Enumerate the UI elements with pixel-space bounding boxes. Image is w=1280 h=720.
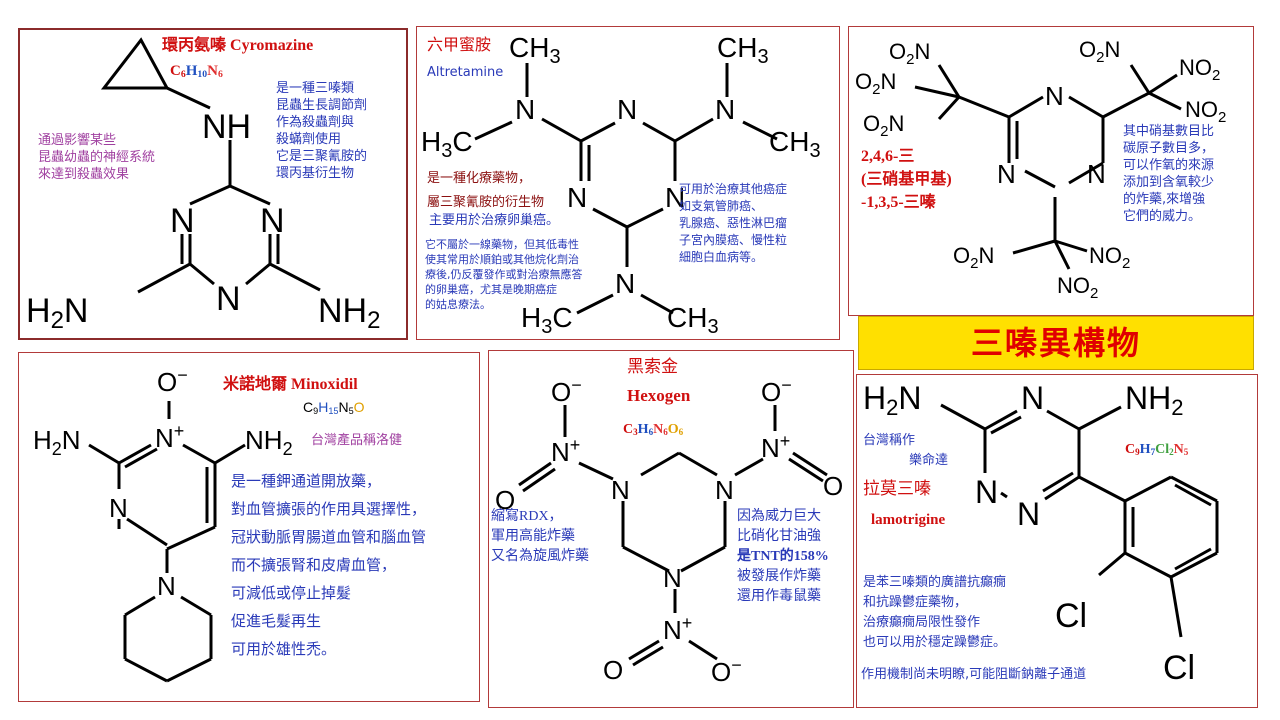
atom-o: O−: [157, 365, 188, 397]
atom-o-bottomleft: O: [603, 655, 623, 685]
atom-h2n: H2N: [33, 425, 81, 459]
lamotrigine-desc: 是苯三嗪類的廣譜抗癲癇和抗躁鬱症藥物，治療癲癇局限性發作也可以用於穩定躁鬱症。: [863, 575, 1007, 650]
atom-no2-3: NO2: [1089, 243, 1130, 272]
atom-n-left: N: [515, 94, 535, 125]
lamotrigine-formula: C9H7Cl2N5: [1125, 442, 1189, 457]
hexogen-left-desc: 縮寫RDX，軍用高能炸藥又名為旋風炸藥: [491, 509, 589, 564]
cyromazine-desc: 是一種三嗪類昆蟲生長調節劑作為殺蟲劑與殺蟎劑使用它是三聚氰胺的環丙基衍生物: [276, 81, 368, 181]
triazine-isomers-banner: 三嗪異構物: [858, 316, 1254, 370]
hexogen-formula: C3H6N6O6: [623, 422, 684, 437]
lamotrigine-title: 拉莫三嗪: [863, 479, 931, 499]
cyromazine-title: 環丙氨嗪 Cyromazine: [162, 37, 314, 54]
trinitromethyl-name: 2,4,6-三(三硝基甲基)-1,3,5-三嗪: [861, 148, 952, 211]
atom-no2-1: NO2: [1179, 55, 1220, 84]
cyromazine-panel: NH N N N H2N NH2 環丙氨嗪 Cyromazine C6H10N6…: [18, 28, 408, 340]
atom-n-ring-left: N: [997, 159, 1016, 189]
minoxidil-desc: 是一種鉀通道開放藥，對血管擴張的作用具選擇性，冠狀動脈胃腸道血管和腦血管而不擴張…: [231, 472, 427, 658]
altretamine-desc3: 它不屬於一線藥物，但其低毒性使其常用於順鉑或其他烷化劑治療後,仍反覆發作或對治療…: [425, 238, 583, 311]
hexogen-structure: O− N+ O N N O− N+ O N N+ O O−: [495, 375, 843, 687]
cyromazine-structure: NH N N N H2N NH2: [26, 37, 380, 334]
atom-n-piperidine: N: [157, 571, 176, 601]
atom-o2n-1: O2N: [889, 39, 930, 68]
minoxidil-formula: C9H15N5O: [303, 399, 365, 416]
hexogen-panel: O− N+ O N N O− N+ O N N+ O O− 黑索金 Hexoge…: [488, 350, 854, 708]
atom-cl-2: Cl: [1163, 649, 1195, 687]
cyromazine-effect: 通過影響某些昆蟲幼蟲的神經系統來達到殺蟲效果: [38, 133, 156, 182]
altretamine-title: 六甲蜜胺: [427, 35, 492, 54]
atom-n-bottom: N: [216, 280, 241, 318]
atom-o2n-4: O2N: [1079, 37, 1120, 66]
minoxidil-tw-name: 台灣產品稱洛健: [311, 433, 403, 448]
atom-no2-2: NO2: [1185, 97, 1226, 126]
cyromazine-formula: C6H10N6: [170, 63, 223, 80]
atom-n-ring-right: N: [665, 182, 685, 213]
atom-n-nitro-bottom: N+: [663, 613, 692, 645]
atom-n-right: N: [715, 94, 735, 125]
atom-n-ring-bottom: N: [663, 563, 682, 593]
minoxidil-panel: O− N+ H2N NH2 N N 米諾地爾 Minoxidil C9H15N5…: [18, 352, 480, 702]
atom-nh2-right: NH2: [318, 292, 380, 334]
atom-n-ring-left: N: [611, 475, 630, 505]
atom-nh2: NH2: [1125, 380, 1183, 420]
atom-ch3-topright: CH3: [717, 32, 769, 68]
atom-n-plus: N+: [155, 421, 184, 453]
lamotrigine-panel: H2N N NH2 N N Cl Cl 台灣稱作樂命達 C9H7Cl2N5 拉莫…: [856, 374, 1258, 708]
atom-ch3-topleft: CH3: [509, 32, 561, 68]
atom-no2-4: NO2: [1057, 273, 1098, 302]
altretamine-panel: CH3 CH3 N N N N N N H3C CH3 H3C CH3 六甲蜜胺…: [416, 26, 840, 340]
atom-o-left: O: [495, 485, 515, 515]
atom-h3c-left: H3C: [421, 126, 473, 162]
atom-n-bottom: N: [615, 268, 635, 299]
atom-ch3-bottom: CH3: [667, 302, 719, 338]
atom-n-nitro-left: N+: [551, 435, 580, 467]
hexogen-title: 黑索金: [627, 357, 678, 377]
atom-n-right: N: [260, 202, 285, 240]
atom-n-ring-top: N: [617, 94, 637, 125]
altretamine-desc2: 主要用於治療卵巢癌。: [429, 213, 560, 228]
atom-h3c-bottom: H3C: [521, 302, 573, 338]
atom-n-ring-right: N: [1087, 159, 1106, 189]
hexogen-name-en: Hexogen: [627, 386, 691, 405]
atom-n-nitro-right: N+: [761, 431, 790, 463]
atom-cl-1: Cl: [1055, 597, 1087, 635]
altretamine-desc1: 是一種化療藥物，屬三聚氰胺的衍生物: [427, 171, 545, 210]
atom-n-top: N: [1021, 380, 1044, 416]
atom-o-bottomright: O−: [711, 655, 742, 687]
trinitromethyl-desc: 其中硝基數目比碳原子數目多，可以作氧的來源添加到含氧較少的炸藥,來增強它們的威力…: [1123, 124, 1215, 224]
hexogen-right-desc: 因為威力巨大比硝化甘油強是TNT的158%被發展作炸藥還用作毒鼠藥: [737, 509, 829, 604]
atom-o-topright: O−: [761, 375, 792, 407]
lamotrigine-tw: 台灣稱作樂命達: [863, 433, 949, 468]
altretamine-name-en: Altretamine: [427, 65, 504, 80]
atom-o2n-2: O2N: [855, 69, 896, 98]
atom-n-ring-top: N: [1045, 81, 1064, 111]
altretamine-structure: CH3 CH3 N N N N N N H3C CH3 H3C CH3: [421, 32, 821, 338]
atom-n-bottom: N: [1017, 496, 1040, 532]
lamotrigine-structure: H2N N NH2 N N Cl Cl: [863, 380, 1219, 687]
trinitromethyl-triazine-panel: O2N O2N O2N O2N NO2 NO2 N N N O2N NO2 NO…: [848, 26, 1254, 316]
atom-n-ring-right: N: [715, 475, 734, 505]
lamotrigine-mech: 作用機制尚未明瞭,可能阻斷鈉離子通道: [861, 667, 1087, 682]
atom-n-ring: N: [109, 493, 128, 523]
atom-h2n-left: H2N: [26, 292, 88, 334]
atom-n-ring-left: N: [567, 182, 587, 213]
altretamine-desc4: 可用於治療其他癌症如支氣管肺癌、乳腺癌、惡性淋巴瘤子宮內膜癌、慢性粒細胞白血病等…: [679, 182, 788, 264]
atom-n-left: N: [975, 474, 998, 510]
minoxidil-title: 米諾地爾 Minoxidil: [223, 376, 358, 393]
atom-nh: NH: [202, 108, 251, 146]
atom-ch3-right: CH3: [769, 126, 821, 162]
minoxidil-structure: O− N+ H2N NH2 N N: [33, 365, 293, 683]
atom-o2n-3: O2N: [863, 111, 904, 140]
atom-h2n: H2N: [863, 380, 921, 420]
trinitromethyl-triazine-structure: O2N O2N O2N O2N NO2 NO2 N N N O2N NO2 NO…: [855, 37, 1226, 302]
atom-n-left: N: [170, 202, 195, 240]
atom-o-topleft: O−: [551, 375, 582, 407]
atom-o2n-5: O2N: [953, 243, 994, 272]
atom-nh2: NH2: [245, 425, 293, 459]
atom-o-right: O: [823, 471, 843, 501]
lamotrigine-name-en: lamotrigine: [871, 512, 946, 528]
